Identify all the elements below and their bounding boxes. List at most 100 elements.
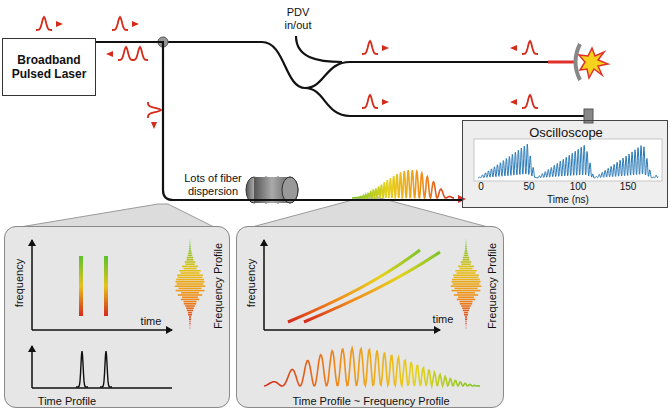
axis [263, 240, 265, 330]
spectrum-bar [189, 248, 191, 250]
pulse-arrow [510, 99, 517, 105]
time-pulse [76, 351, 88, 387]
pulse [362, 41, 378, 54]
spectrum-bar [177, 274, 203, 276]
pulse-icon [510, 95, 538, 108]
spectrum-bar [175, 281, 204, 283]
spectrum-bar [189, 325, 191, 327]
spectrum-bar [188, 255, 192, 257]
pulse-arrow [106, 51, 113, 57]
axis [32, 329, 172, 331]
spectrum-bar [461, 261, 472, 263]
spectrum-bar [189, 239, 191, 241]
spectrum-bar [190, 323, 191, 325]
pulse [362, 95, 378, 108]
pulse-arrow [382, 99, 389, 105]
pulse-icon [36, 17, 63, 30]
spectrum-bar [464, 255, 468, 257]
spectrum-bar [462, 307, 470, 309]
spectrum-bar [455, 270, 476, 272]
spectrum-bar [457, 272, 476, 274]
inset-panel: frequencytimeFrequency ProfileTime Profi… [236, 226, 504, 408]
chirped-pulse [264, 348, 480, 386]
spectrum-bar [189, 241, 191, 243]
spectrum-bar [453, 283, 480, 285]
panel-text: Frequency Profile [212, 243, 225, 329]
spectrum-bar [188, 252, 191, 254]
spectrum-bar [452, 290, 481, 292]
component-label: Lots of fiber dispersion [175, 172, 251, 198]
spectrum-bar [189, 244, 191, 246]
pulse-arrow [151, 122, 157, 129]
explosion [579, 48, 608, 78]
fiber-connector [96, 42, 462, 200]
axis [31, 346, 33, 388]
inset-ground [236, 226, 504, 408]
pulse-arrow [56, 21, 63, 27]
spectrum-bar [187, 259, 194, 261]
callout-wedge [20, 204, 214, 227]
spectrum-bar [464, 252, 467, 254]
spectrum-bar [179, 270, 200, 272]
fibers [163, 36, 584, 116]
spectrum-bar [464, 314, 468, 316]
spectrum-bar [454, 294, 478, 296]
spectrum-bar [178, 277, 203, 279]
spectrum-bar [188, 312, 192, 314]
scope-plot-area [474, 139, 662, 181]
spectrum-bar [177, 283, 204, 285]
pulse [148, 102, 161, 118]
spectrum-bar [189, 250, 192, 252]
spectrum-bar [465, 250, 468, 252]
axis [31, 240, 33, 330]
spectrum-bar [460, 268, 473, 270]
spectrum-bar [458, 266, 474, 268]
panel-text: Frequency Profile [486, 243, 499, 329]
spectrum-bar [186, 307, 194, 309]
spectrum-bar [460, 303, 472, 305]
spectrum-bar [451, 281, 480, 283]
tick-label: 0 [471, 181, 491, 192]
spectrum-bar [175, 285, 206, 287]
spectrum-bar [189, 246, 190, 248]
spectrum-bar [463, 259, 470, 261]
spectrum-bar [458, 296, 474, 298]
spectrum-bar [465, 239, 467, 241]
panel-text: time [141, 315, 162, 328]
frequency-line [104, 256, 108, 316]
spectrum-bar [454, 277, 479, 279]
spectrum-bar [178, 294, 202, 296]
generated-strokes [36, 17, 658, 387]
spectrum-bar [464, 312, 468, 314]
spectrum-bar [451, 285, 482, 287]
spectrum-bar [465, 248, 467, 250]
spectrum-bar [465, 244, 467, 246]
frequency-line [79, 256, 83, 316]
spectrum-bar [465, 318, 467, 320]
tick-label: 50 [519, 181, 539, 192]
panel-text: time [433, 313, 454, 326]
spectrum-bar [465, 325, 467, 327]
target-surface [576, 44, 581, 80]
pulse [118, 47, 134, 60]
inset-panel: frequencytimeFrequency ProfileTime Profi… [4, 226, 230, 408]
box-title: Broadband Pulsed Laser [9, 53, 89, 81]
inset-ground [4, 226, 230, 408]
tick-label: 100 [566, 181, 590, 192]
pulse [522, 95, 538, 108]
pulse [36, 17, 52, 30]
pulse-icon [148, 102, 161, 129]
spectrum-bar [181, 272, 200, 274]
pulse-icon [106, 47, 148, 60]
chirped-pulse [352, 170, 454, 198]
spectrum-bar [457, 292, 475, 294]
spectrum-bar [461, 263, 470, 265]
spectrum-bar [187, 310, 193, 312]
scope-trace [478, 144, 658, 178]
spectrum-bar [184, 268, 197, 270]
spectrum-bar [189, 318, 191, 320]
pulse [132, 47, 148, 60]
spectrum-bar [463, 257, 469, 259]
